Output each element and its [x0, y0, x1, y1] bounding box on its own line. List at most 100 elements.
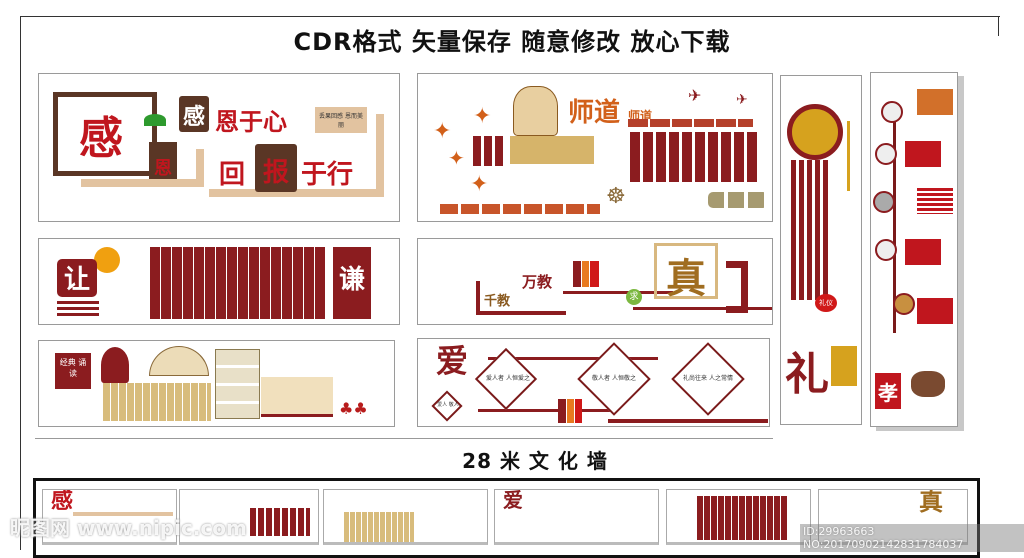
- panel-filial: 孝: [870, 72, 958, 427]
- panel-gratitude: 感 恩 感 恩于心 丢果回感 恩而美丽 回 报 于行: [38, 73, 400, 222]
- pot-char: 恩: [149, 142, 177, 182]
- thumbnail-love[interactable]: 爱: [494, 489, 659, 545]
- circle-photo: [875, 239, 897, 261]
- books: [573, 261, 599, 287]
- text-block: [917, 188, 953, 214]
- teacher-title: 师道: [568, 98, 621, 128]
- text-block: [905, 239, 941, 265]
- fan: [149, 346, 209, 376]
- qian-char: 谦: [333, 247, 371, 319]
- line2-a: 回: [219, 160, 246, 190]
- seal-circle: 求: [626, 289, 642, 305]
- xiao-char: 孝: [875, 373, 901, 409]
- love-char: 爱: [436, 342, 469, 380]
- open-book: [261, 377, 333, 417]
- circle-photo: [873, 191, 895, 213]
- frame-line: [476, 311, 566, 315]
- dharma-wheel-icon: ☸: [606, 184, 626, 209]
- tree-icon: ♣♣: [339, 399, 368, 418]
- text-b: 万教: [522, 273, 553, 291]
- star-icon: ✦: [433, 119, 452, 144]
- panel-teacher: 师道 师道 ✦ ✦ ✦ ✦ ✈ ✈ ☸: [417, 73, 773, 222]
- stripe: [57, 313, 99, 316]
- stripe: [57, 307, 99, 310]
- panel-love: 爱 爱人者 人恒爱之 敬人者 人恒敬之 礼尚往来 人之常情 爱人 敬人: [417, 338, 770, 427]
- text-a: 千教: [484, 294, 511, 309]
- diamond-3-text: 礼尚往来 人之常情: [683, 375, 733, 382]
- line2-box: 报: [255, 144, 297, 192]
- star-icon: ✦: [470, 172, 489, 197]
- scroll-row: [250, 508, 310, 536]
- sprout-icon: [144, 114, 166, 126]
- sun: [94, 247, 120, 273]
- tan-path: [196, 149, 204, 187]
- gold-bar: [847, 121, 850, 191]
- tan-path: [73, 512, 173, 516]
- zhen-char: 真: [654, 243, 718, 302]
- swallow-icon: ✈: [688, 86, 702, 105]
- bamboo-slips: [344, 512, 414, 542]
- frame: [53, 92, 157, 176]
- box-char: 感: [179, 96, 209, 132]
- thumbnail-classics[interactable]: [323, 489, 488, 545]
- quote-plaque: [510, 136, 594, 164]
- bar: [484, 136, 492, 166]
- star-icon: ✦: [448, 146, 465, 170]
- frame-right-line: [998, 16, 999, 36]
- line1-text: 恩于心: [215, 107, 287, 136]
- frame-line: [563, 291, 673, 294]
- stripe: [57, 301, 99, 304]
- thumb-char: 真: [919, 489, 943, 516]
- rang-char: 让: [57, 259, 97, 297]
- text-block: [905, 141, 941, 167]
- section-label: 28 米 文 化 墙: [462, 449, 608, 473]
- figure: [101, 347, 129, 383]
- tan-path: [81, 179, 196, 187]
- swallow-icon: ✈: [736, 92, 748, 108]
- text-block: [917, 298, 953, 324]
- thumbnail-truth[interactable]: 真: [818, 489, 968, 545]
- confucius-figure: [513, 86, 558, 136]
- rail: [478, 409, 618, 412]
- bar: [473, 136, 481, 166]
- watermark-id: ID:29963663 NO:20170902142831784037: [800, 524, 1024, 553]
- books: [558, 399, 582, 423]
- panel-classics: 经典 诵读 ♣♣: [38, 340, 395, 427]
- panel-humility: 让 谦: [38, 238, 400, 325]
- ribbons: [791, 160, 829, 300]
- meander: [628, 119, 753, 127]
- circle-photo: [881, 101, 903, 123]
- thumbnail-humility[interactable]: [666, 489, 811, 545]
- gold-square: [831, 346, 857, 386]
- watermark-site: 昵图网 www.nipic.com: [10, 516, 247, 540]
- scroll-panel: [150, 247, 325, 319]
- thumbnail-gratitude[interactable]: 感: [42, 489, 177, 545]
- medallion: [787, 104, 843, 160]
- tan-path: [209, 189, 384, 197]
- note-box: 丢果回感 恩而美丽: [315, 107, 367, 133]
- diamond-4-text: 爱人 敬人: [437, 402, 459, 408]
- page-title: CDR格式 矢量保存 随意修改 放心下载: [293, 28, 731, 56]
- ox-figure: [911, 371, 945, 397]
- picture-frames: [215, 349, 260, 419]
- circle-photo: [875, 143, 897, 165]
- frame-line: [476, 281, 480, 311]
- bells: [708, 192, 768, 208]
- line2-b: 于行: [301, 160, 354, 190]
- bracket: [726, 261, 748, 313]
- tan-path: [376, 114, 384, 197]
- thumb-char: 感: [51, 489, 74, 514]
- section-divider: [35, 438, 773, 439]
- bamboo-slips: [103, 383, 211, 421]
- scroll-panel: [697, 496, 787, 540]
- li-char: 礼: [785, 349, 829, 400]
- diamond-1-text: 爱人者 人恒爱之: [486, 375, 530, 382]
- thumbnail-teacher[interactable]: [179, 489, 319, 545]
- bar: [495, 136, 503, 166]
- rail: [488, 357, 658, 360]
- frame-line: [633, 307, 772, 310]
- seal-red: 礼仪: [815, 294, 837, 312]
- frame-left-line: [20, 16, 21, 550]
- frame-top-line: [20, 16, 1000, 17]
- thumb-char: 爱: [503, 489, 523, 512]
